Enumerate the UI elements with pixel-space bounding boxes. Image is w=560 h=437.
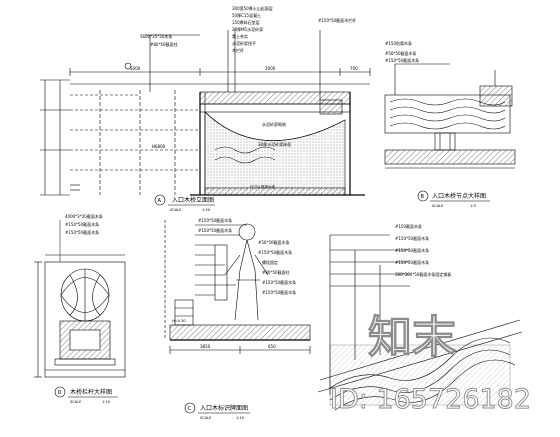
detail-b-title: 入口木桥节点大样图 (432, 192, 486, 200)
detail-e-texts: #150截面木条 #150*50截面木条 #150*50截面木条 #150*50… (395, 223, 451, 277)
detail-c-marker: C (188, 406, 192, 412)
detail-d-railing (34, 254, 126, 378)
detail-b-texts: #150防腐木条 #50*50截面木条 #150*50截面木条 B 入口木桥节点… (385, 40, 490, 208)
detail-a-note: 30厚水泥砂浆抹面 (258, 141, 291, 147)
detail-a-dim: 1000 (265, 66, 276, 71)
detail-c-callout: #150*50截面木条 (262, 279, 296, 285)
detail-c-dim: H=0.30 (172, 319, 186, 323)
detail-a-scale: 1:50 (202, 208, 211, 212)
detail-e-callout: 300*300*50截面木条固定钢板 (395, 271, 451, 277)
detail-d-marker: D (58, 390, 62, 396)
detail-d-texts: 4000*3*20截面木条 #150*50截面木条 #150*50截面木条 D … (54, 213, 118, 404)
detail-a-callout: 素土夯实 (232, 33, 248, 39)
detail-a-callout: 20厚M5水泥砂浆 (232, 26, 263, 32)
detail-a-callout: 150厚碎石垫层 (232, 19, 260, 25)
detail-d-callout: 4000*3*20截面木条 (65, 213, 103, 219)
detail-a-title: 入口木桥立面图 (172, 196, 214, 204)
detail-d-callout: #150*50截面木条 (65, 221, 99, 227)
detail-a-callout: 5600*35*20木条 (140, 33, 172, 39)
detail-c-callout: #150*50截面木条 (198, 227, 232, 233)
detail-a-dim: 5000 (130, 66, 141, 71)
detail-c-callout: #80*50截面柱 (262, 269, 290, 275)
detail-b-callout: #50*50截面木条 (385, 50, 417, 56)
detail-c-dim: 3850 (200, 344, 211, 349)
detail-a-callout: #80*50截面柱 (150, 41, 178, 47)
detail-a-callout: 木栏杆 (232, 47, 244, 53)
detail-b-callout: #150*50截面木条 (385, 57, 419, 63)
watermark-id: ID: 165726182 (330, 384, 531, 415)
detail-b-marker: B (421, 194, 425, 200)
detail-e-callout: #150*50截面木条 (395, 259, 429, 265)
detail-a-callout: 50厚C15混凝土 (232, 12, 261, 18)
detail-a-callout: 水泥砂浆找平 (232, 40, 256, 46)
detail-a-callout: 300宽50厚火山岩面层 (232, 5, 273, 11)
detail-a-marker: A (158, 198, 162, 204)
detail-a-texts: 5600*35*20木条 #80*50截面柱 300宽50厚火山岩面层 50厚C… (130, 5, 358, 189)
detail-a-dim: 700 (350, 66, 358, 71)
detail-b-scale: 1:5 (470, 204, 476, 208)
detail-a-callout: #150*50截面木栏杆 (318, 17, 356, 23)
detail-c-scale-word: SCALE (200, 416, 212, 420)
detail-a-note: 水泥砂浆砌筑 (262, 121, 286, 127)
detail-c-scale: 1:10 (236, 416, 245, 420)
detail-c-callout: #150*50截面木条 (262, 289, 296, 295)
detail-d-scale-word: SCALE (70, 400, 82, 404)
detail-e-callout: #150截面木条 (395, 223, 422, 229)
detail-c-callout: #150*50截面木条 (258, 249, 292, 255)
detail-a-scale-word: SCALE (170, 208, 182, 212)
detail-c-signage (164, 220, 311, 354)
detail-a-title-block: A 入口木桥立面图 SCALE 1:50 (154, 194, 215, 212)
detail-c-texts: #150*50截面木条 #150*50截面木条 #50*50截面木条 #150*… (172, 217, 296, 420)
detail-c-callout: 螺栓固定 (262, 259, 278, 265)
detail-e-callout: #150*50截面木条 (395, 235, 429, 241)
watermark-brand: 知末 (368, 312, 456, 363)
detail-a-elevation (40, 28, 371, 196)
detail-a-note: 尺寸以现场为准 (250, 184, 276, 189)
detail-b-scale-word: SCALE (432, 204, 444, 208)
detail-c-title: 入口木标识牌面图 (200, 404, 248, 412)
detail-c-callout: #50*50截面木条 (258, 239, 290, 245)
watermark: 知末 ID: 165726182 (330, 312, 532, 416)
detail-e-callout: #150*50截面木条 (395, 247, 429, 253)
detail-c-dim: 650 (268, 344, 276, 349)
detail-b-node (384, 63, 516, 169)
detail-a-dim: H6800 (152, 144, 166, 149)
detail-d-title: 木桥栏杆大样图 (70, 388, 112, 396)
detail-c-callout: #150*50截面木条 (198, 217, 232, 223)
detail-d-callout: #150*50截面木条 (65, 229, 99, 235)
detail-b-callout: #150防腐木条 (385, 40, 412, 46)
detail-d-scale: 1:10 (102, 400, 111, 404)
detail-e-section (317, 234, 523, 411)
